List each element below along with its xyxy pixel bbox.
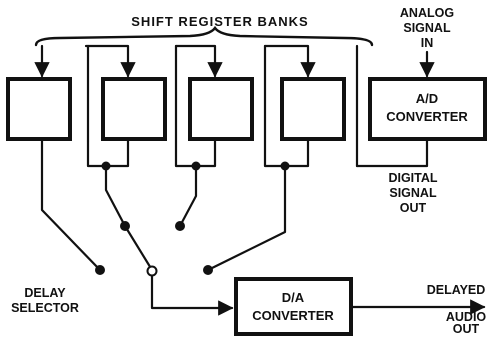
- selector-to-da-wire: [150, 274, 234, 316]
- digital-out-label-line-1: DIGITAL: [388, 171, 437, 185]
- feed-arrow-4: [263, 44, 316, 78]
- da-converter-label-line-1: D/A: [282, 290, 305, 305]
- shift-register-block-3: [188, 77, 254, 141]
- analog-in-label-line-2: SIGNAL: [403, 21, 451, 35]
- selector-pivot: [146, 265, 158, 277]
- audio-out-label-line-1: DELAYED: [427, 283, 486, 297]
- tap-wire-1: [40, 139, 102, 272]
- delay-selector-label-line-1: DELAY: [24, 286, 66, 300]
- selector-wiper: [123, 224, 154, 272]
- ad-converter-block: [368, 77, 487, 141]
- analog-in-label-line-3: IN: [421, 36, 434, 50]
- ad-output-wire: [355, 139, 429, 168]
- shift-register-block-4: [280, 77, 346, 141]
- ad-converter-label-line-1: A/D: [416, 91, 438, 106]
- analog-in-label-line-1: ANALOG: [400, 6, 454, 20]
- tap-wire-3: [178, 164, 198, 228]
- audio-out-label-line-2b: AUDIO: [446, 310, 487, 324]
- digital-out-label-line-3: OUT: [400, 201, 427, 215]
- feed-arrow-3: [174, 44, 223, 78]
- digital-out-label-line-2: SIGNAL: [389, 186, 437, 200]
- title-label: SHIFT REGISTER BANKS: [131, 14, 308, 29]
- da-converter-label-line-2: CONVERTER: [252, 308, 334, 323]
- selector-contact-3: [175, 221, 185, 231]
- audio-out-label-line-3: OUT: [453, 322, 480, 336]
- feed-arrow-2: [84, 44, 136, 78]
- shift-register-block-1: [6, 77, 72, 141]
- selector-contact-4: [203, 265, 213, 275]
- tap-wire-2: [104, 164, 127, 228]
- register-brace: [34, 25, 374, 47]
- shift-register-block-2: [101, 77, 167, 141]
- da-converter-block: [234, 277, 353, 336]
- ad-converter-label-line-2: CONVERTER: [386, 109, 468, 124]
- selector-contact-1: [95, 265, 105, 275]
- tap-wire-4: [206, 164, 287, 272]
- delay-selector-label-line-2: SELECTOR: [11, 301, 79, 315]
